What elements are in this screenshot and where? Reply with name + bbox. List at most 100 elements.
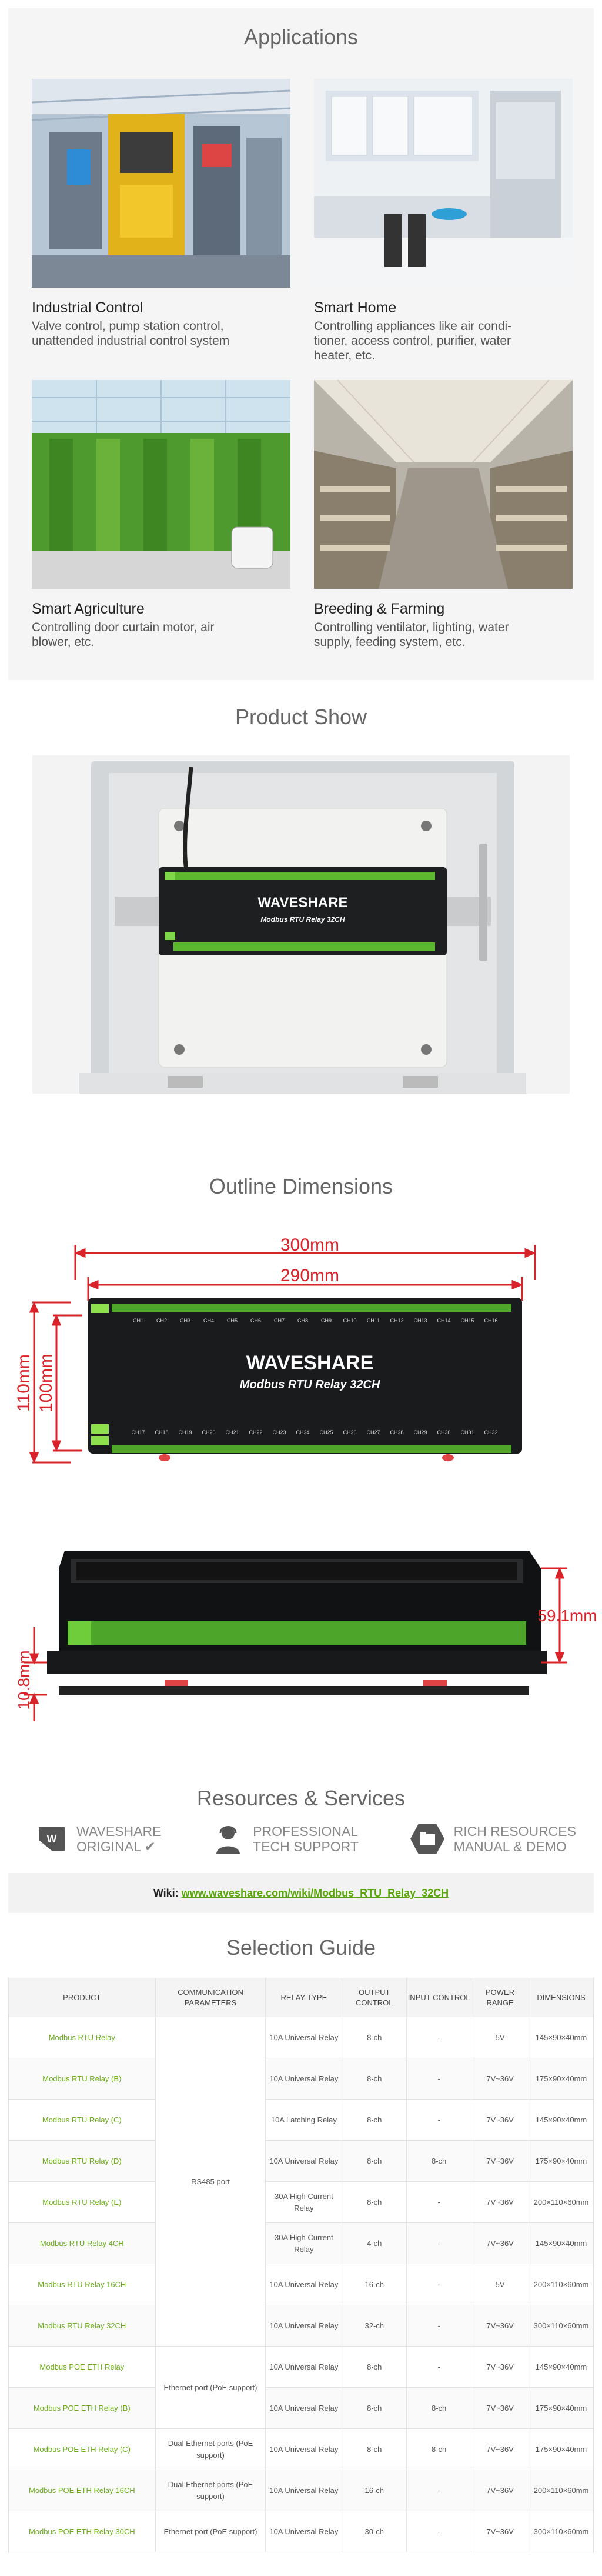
app-card-industrial: Industrial Control Valve control, pump s… bbox=[31, 79, 291, 348]
app-name: Industrial Control bbox=[32, 299, 143, 316]
table-cell[interactable]: Modbus RTU Relay 4CH bbox=[8, 2222, 156, 2264]
table-cell: 10A Universal Relay bbox=[265, 2058, 343, 2100]
channel-label: CH22 bbox=[249, 1429, 262, 1435]
table-cell: 175×90×40mm bbox=[529, 2140, 594, 2182]
channel-label: CH26 bbox=[343, 1429, 356, 1435]
waveshare-logo-icon: W bbox=[39, 1827, 65, 1851]
table-cell: 300×110×60mm bbox=[529, 2511, 594, 2552]
table-cell: - bbox=[406, 2305, 472, 2347]
table-cell: 175×90×40mm bbox=[529, 2428, 594, 2470]
app-card-agriculture: Smart Agriculture Controlling door curta… bbox=[32, 380, 290, 649]
table-cell[interactable]: Modbus RTU Relay (E) bbox=[8, 2181, 156, 2223]
table-cell: 10A Universal Relay bbox=[265, 2387, 343, 2429]
wiki-label: Wiki: bbox=[153, 1887, 179, 1899]
channel-label: CH28 bbox=[390, 1429, 403, 1435]
table-cell[interactable]: Modbus POE ETH Relay bbox=[8, 2346, 156, 2388]
table-cell[interactable]: Modbus POE ETH Relay (B) bbox=[8, 2387, 156, 2429]
check-circle-icon: ✔ bbox=[144, 1839, 156, 1854]
table-row: Modbus RTU Relay 32CH 10A Universal Relay… bbox=[8, 2305, 594, 2347]
table-cell: 5V bbox=[471, 2264, 529, 2305]
table-cell: 8-ch bbox=[406, 2387, 472, 2429]
table-cell: 200×110×60mm bbox=[529, 2470, 594, 2511]
table-cell[interactable]: Modbus POE ETH Relay (C) bbox=[8, 2428, 156, 2470]
channel-label: CH25 bbox=[319, 1429, 333, 1435]
table-cell: - bbox=[406, 2470, 472, 2511]
app-desc: Valve control, pump station control,unat… bbox=[32, 319, 230, 348]
table-row: Modbus RTU Relay (E)30A High Current Rel… bbox=[8, 2181, 594, 2223]
table-cell[interactable]: Modbus RTU Relay (D) bbox=[8, 2140, 156, 2182]
table-cell: 10A Universal Relay bbox=[265, 2305, 343, 2347]
table-cell: 32-ch bbox=[342, 2305, 407, 2347]
selection-guide-section: Selection Guide PRODUCT COMMUNICATION PA… bbox=[0, 1921, 602, 2576]
table-cell: - bbox=[406, 2017, 472, 2058]
table-cell[interactable]: Modbus RTU Relay (C) bbox=[8, 2099, 156, 2141]
table-cell: Ethernet port (PoE support) bbox=[155, 2511, 266, 2552]
table-cell: Ethernet port (PoE support) bbox=[155, 2346, 266, 2429]
table-cell: 7V~36V bbox=[471, 2428, 529, 2470]
resource-line2: ORIGINAL bbox=[76, 1839, 141, 1854]
table-cell: 7V~36V bbox=[471, 2099, 529, 2141]
header-input: INPUT CONTROL bbox=[406, 1978, 472, 2017]
table-cell[interactable]: Modbus RTU Relay bbox=[8, 2017, 156, 2058]
channel-label: CH9 bbox=[321, 1318, 332, 1324]
channel-label: CH6 bbox=[250, 1318, 261, 1324]
table-cell: 175×90×40mm bbox=[529, 2058, 594, 2100]
table-cell[interactable]: Modbus RTU Relay 32CH bbox=[8, 2305, 156, 2347]
table-cell: 8-ch bbox=[406, 2428, 472, 2470]
outline-dimensions-section: Outline Dimensions 300mm 290mm 110mm 100… bbox=[0, 1162, 602, 1786]
channel-label: CH23 bbox=[272, 1429, 286, 1435]
channel-label: CH31 bbox=[460, 1429, 474, 1435]
channel-label: CH18 bbox=[155, 1429, 168, 1435]
header-dimensions: DIMENSIONS bbox=[529, 1978, 594, 2017]
table-cell: 7V~36V bbox=[471, 2346, 529, 2388]
channel-label: CH12 bbox=[390, 1318, 403, 1324]
table-cell[interactable]: Modbus POE ETH Relay 16CH bbox=[8, 2470, 156, 2511]
channel-label: CH32 bbox=[484, 1429, 497, 1435]
applications-section: Applications bbox=[8, 8, 594, 680]
table-cell: - bbox=[406, 2264, 472, 2305]
channel-label: CH27 bbox=[366, 1429, 380, 1435]
table-cell: 10A Universal Relay bbox=[265, 2428, 343, 2470]
table-cell[interactable]: Modbus POE ETH Relay 30CH bbox=[8, 2511, 156, 2552]
table-cell: 175×90×40mm bbox=[529, 2387, 594, 2429]
table-cell: 145×90×40mm bbox=[529, 2346, 594, 2388]
product-show-title: Product Show bbox=[235, 705, 367, 729]
table-cell: - bbox=[406, 2181, 472, 2223]
device-brand-label: WAVESHARE bbox=[246, 1352, 374, 1374]
app-card-smart-home: Smart Home Controlling appliances like a… bbox=[314, 79, 573, 363]
outline-dimensions-title: Outline Dimensions bbox=[209, 1174, 393, 1198]
table-cell: Dual Ethernet ports (PoE support) bbox=[155, 2428, 266, 2470]
header-relay: RELAY TYPE bbox=[265, 1978, 343, 2017]
table-cell: 7V~36V bbox=[471, 2222, 529, 2264]
selection-table: PRODUCT COMMUNICATION PARAMETERS RELAY T… bbox=[8, 1978, 594, 2552]
table-cell: - bbox=[406, 2511, 472, 2552]
table-cell: 8-ch bbox=[406, 2140, 472, 2182]
table-cell: 8-ch bbox=[342, 2387, 407, 2429]
header-output: OUTPUT CONTROL bbox=[342, 1978, 407, 2017]
table-cell[interactable]: Modbus RTU Relay 16CH bbox=[8, 2264, 156, 2305]
device-top-view bbox=[88, 1298, 522, 1454]
table-header-row: PRODUCT COMMUNICATION PARAMETERS RELAY T… bbox=[8, 1978, 594, 2017]
device-model-label: Modbus RTU Relay 32CH bbox=[260, 915, 345, 924]
resource-line2: MANUAL & DEMO bbox=[453, 1839, 567, 1854]
table-cell: 10A Universal Relay bbox=[265, 2346, 343, 2388]
wiki-link[interactable]: www.waveshare.com/wiki/Modbus_RTU_Relay_… bbox=[181, 1887, 449, 1899]
app-name: Breeding & Farming bbox=[314, 601, 445, 617]
table-cell: 10A Universal Relay bbox=[265, 2470, 343, 2511]
table-cell[interactable]: Modbus RTU Relay (B) bbox=[8, 2058, 156, 2100]
table-cell: 7V~36V bbox=[471, 2058, 529, 2100]
width-inner-label: 290mm bbox=[280, 1266, 339, 1285]
header-product: PRODUCT bbox=[8, 1978, 156, 2017]
header-comm: COMMUNICATION PARAMETERS bbox=[155, 1978, 266, 2017]
table-cell: 8-ch bbox=[342, 2428, 407, 2470]
